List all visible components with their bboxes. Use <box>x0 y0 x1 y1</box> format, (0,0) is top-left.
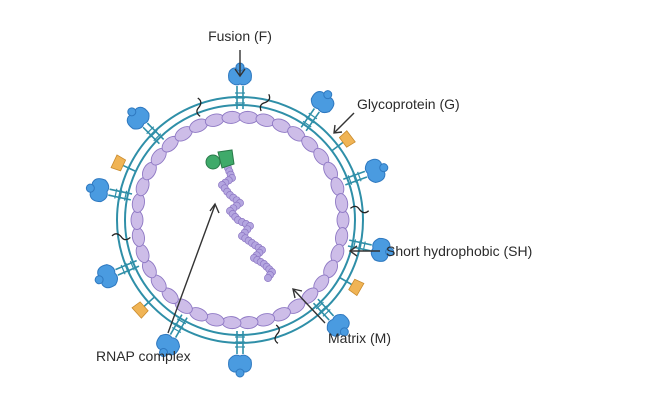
short-hydrophobic-label: Short hydrophobic (SH) <box>386 243 532 259</box>
matrix-bead <box>221 110 242 124</box>
glycoprotein-arrow <box>333 112 355 134</box>
outer-membrane <box>116 96 364 344</box>
rna-bead <box>264 274 272 282</box>
fusion-protein-icon <box>85 178 133 203</box>
fusion-protein-icon <box>94 259 140 289</box>
fusion-label: Fusion (F) <box>208 28 272 44</box>
matrix-bead <box>238 110 259 124</box>
inner-membrane <box>124 104 356 336</box>
short-hydrophobic-proteins <box>111 93 370 344</box>
matrix-arrow <box>292 288 326 324</box>
glycoprotein-label: Glycoprotein (G) <box>357 96 460 112</box>
matrix-bead <box>335 193 349 213</box>
matrix-bead <box>221 316 242 330</box>
short-hydrophobic-protein-icon <box>196 97 202 117</box>
rnap-complex-icon <box>205 149 235 170</box>
short-hydrophobic-protein-icon <box>349 205 370 214</box>
matrix-layer <box>130 110 350 330</box>
short-hydrophobic-protein-icon <box>259 93 271 112</box>
matrix-bead <box>336 210 350 230</box>
matrix-label: Matrix (M) <box>328 330 391 346</box>
fusion-protein-icon <box>300 90 335 132</box>
rnap-arrow <box>167 202 220 334</box>
rna-strand <box>218 164 276 282</box>
fusion-protein-icon <box>228 331 252 378</box>
glycoprotein-icon <box>331 130 356 152</box>
matrix-bead <box>238 316 259 330</box>
matrix-bead <box>131 227 145 247</box>
rnap-complex-label: RNAP complex <box>96 348 191 364</box>
glycoprotein-icon <box>131 296 156 319</box>
short-hydrophobic-protein-icon <box>274 324 280 344</box>
glycoprotein-icon <box>110 154 137 173</box>
matrix-bead <box>131 193 145 213</box>
matrix-bead <box>335 227 349 247</box>
matrix-bead <box>130 210 144 230</box>
fusion-protein-icon <box>312 298 350 337</box>
fusion-arrow <box>234 50 246 78</box>
short-hydrophobic-protein-icon <box>111 233 131 241</box>
short-hydrophobic-arrow <box>348 245 380 257</box>
